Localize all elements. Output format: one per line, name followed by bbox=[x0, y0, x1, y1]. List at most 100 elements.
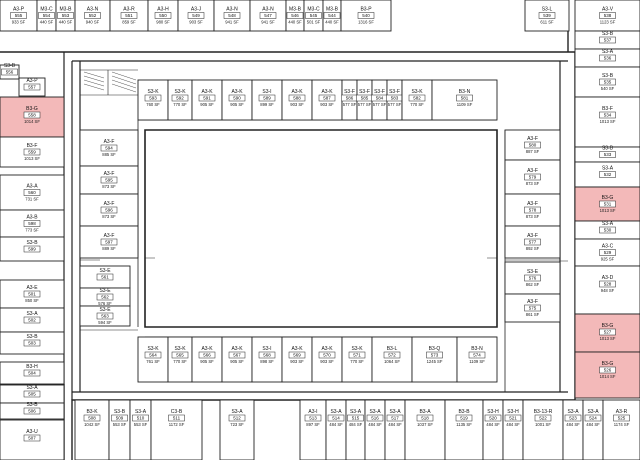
unit-type-label: A3-K bbox=[231, 89, 243, 95]
unit-number: 531 bbox=[604, 202, 612, 207]
unit-number: 549 bbox=[192, 13, 200, 18]
unit-number: 571 bbox=[353, 353, 361, 358]
